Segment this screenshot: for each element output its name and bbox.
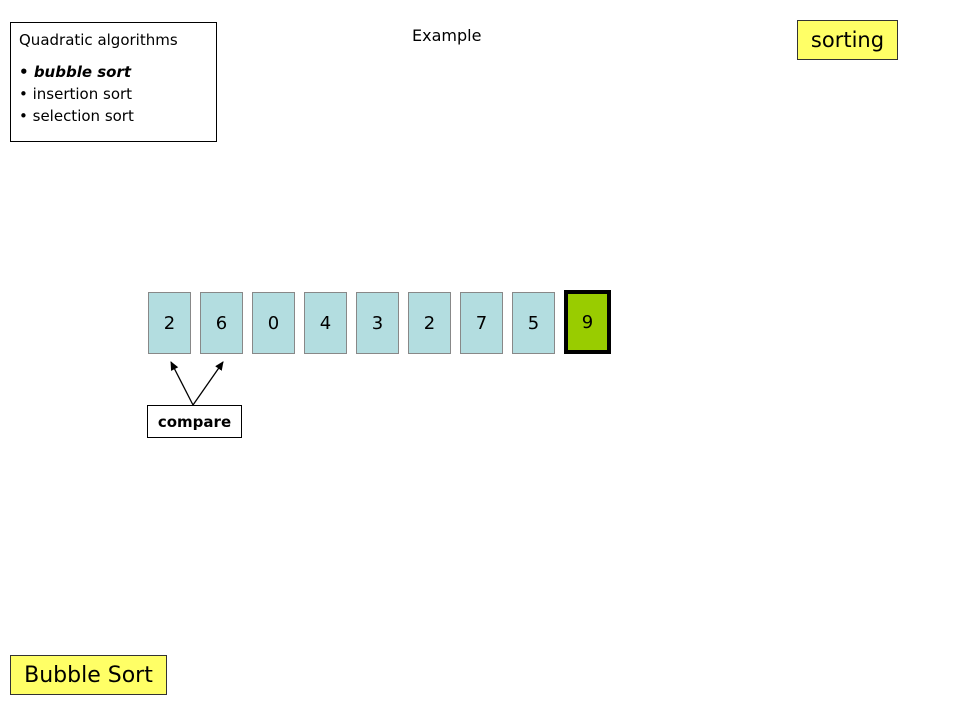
array-cell-5: 2 bbox=[408, 292, 451, 354]
array-cell-0: 2 bbox=[148, 292, 191, 354]
topic-insertion-sort: insertion sort bbox=[19, 83, 208, 105]
array-cell-4: 3 bbox=[356, 292, 399, 354]
array-cell-6: 7 bbox=[460, 292, 503, 354]
array-cell-1: 6 bbox=[200, 292, 243, 354]
topics-panel: Quadratic algorithms bubble sort inserti… bbox=[10, 22, 217, 142]
topics-heading: Quadratic algorithms bbox=[19, 31, 178, 49]
topics-list: bubble sort insertion sort selection sor… bbox=[19, 61, 208, 127]
array-cell-2: 0 bbox=[252, 292, 295, 354]
compare-label: compare bbox=[147, 405, 242, 438]
compare-arrow-left bbox=[170, 361, 194, 406]
example-label: Example bbox=[412, 26, 482, 45]
compare-arrow-right bbox=[192, 361, 224, 406]
array-cell-8-sorted: 9 bbox=[564, 290, 611, 354]
topic-selection-sort: selection sort bbox=[19, 105, 208, 127]
array-row: 2 6 0 4 3 2 7 5 9 bbox=[148, 290, 611, 354]
array-cell-3: 4 bbox=[304, 292, 347, 354]
topic-bubble-sort: bubble sort bbox=[19, 61, 208, 83]
slide-title: Bubble Sort bbox=[10, 655, 167, 695]
array-cell-7: 5 bbox=[512, 292, 555, 354]
section-badge: sorting bbox=[797, 20, 898, 60]
